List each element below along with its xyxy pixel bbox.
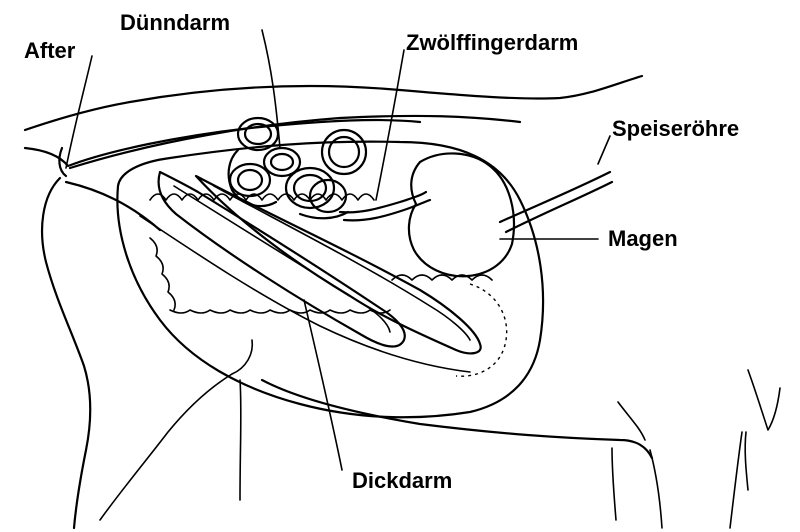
label-zwoelffingerdarm: Zwölffingerdarm [406, 30, 578, 55]
esophagus [500, 172, 610, 222]
label-magen: Magen [608, 226, 678, 251]
large-intestine [140, 194, 492, 372]
label-speiseroehre: Speiseröhre [612, 116, 739, 141]
body-outline [25, 76, 780, 528]
label-after: After [24, 38, 76, 63]
label-dickdarm: Dickdarm [352, 468, 452, 493]
small-intestine [229, 118, 366, 218]
label-duenndarm: Dünndarm [120, 10, 230, 35]
leader-lines [66, 30, 610, 470]
